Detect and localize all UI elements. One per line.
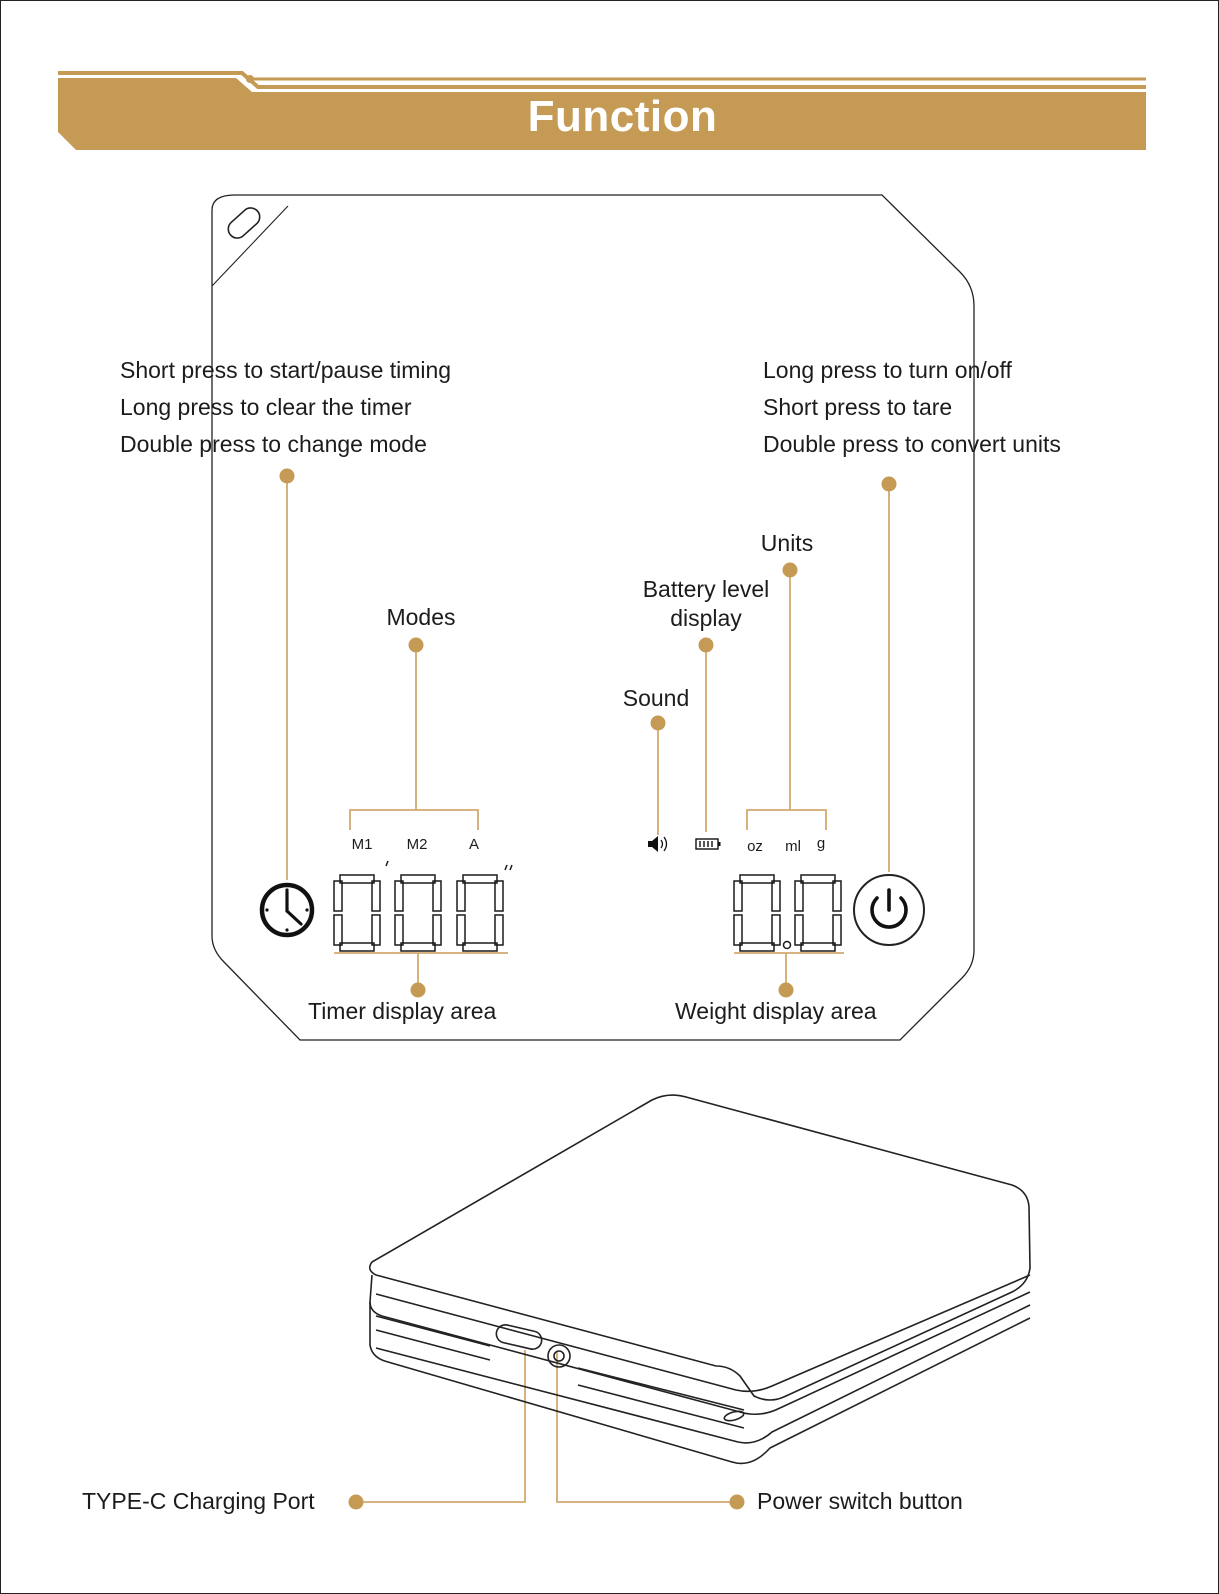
weight-area-label: Weight display area	[675, 998, 877, 1024]
timer-area-label: Timer display area	[308, 998, 497, 1024]
timer-button-desc-3: Double press to change mode	[120, 431, 427, 457]
type-c-port-label: TYPE-C Charging Port	[82, 1488, 315, 1514]
weight-digits	[733, 874, 842, 952]
power-button-desc-2: Short press to tare	[763, 394, 953, 420]
timer-digits	[333, 860, 513, 952]
leader-dots	[279, 468, 897, 1510]
mode-m2: M2	[406, 836, 428, 853]
mode-a: A	[468, 836, 480, 853]
page-title: Function	[527, 92, 718, 141]
unit-g: g	[816, 835, 826, 852]
sound-label: Sound	[622, 685, 690, 711]
hanging-hole	[227, 207, 261, 239]
battery-icon	[695, 838, 721, 850]
timer-button-desc-2: Long press to clear the timer	[120, 394, 412, 420]
unit-ml: ml	[785, 838, 801, 855]
scale-top-outline	[211, 194, 975, 1041]
battery-label-line1: Battery level	[642, 576, 770, 602]
modes-label: Modes	[386, 604, 456, 630]
mode-m1: M1	[351, 836, 373, 853]
battery-label-line2: display	[670, 605, 742, 631]
header-banner	[58, 71, 1146, 150]
power-icon	[853, 874, 925, 946]
power-button-desc-3: Double press to convert units	[763, 431, 1061, 457]
units-label: Units	[760, 530, 814, 556]
power-switch-label: Power switch button	[757, 1488, 963, 1514]
unit-oz: oz	[747, 838, 763, 855]
clock-icon	[259, 882, 315, 938]
scale-3d-drawing	[368, 1094, 1031, 1465]
sound-icon	[648, 836, 668, 852]
power-button-desc-1: Long press to turn on/off	[763, 357, 1012, 383]
leader-lines	[286, 477, 890, 1503]
timer-button-desc-1: Short press to start/pause timing	[120, 357, 452, 383]
